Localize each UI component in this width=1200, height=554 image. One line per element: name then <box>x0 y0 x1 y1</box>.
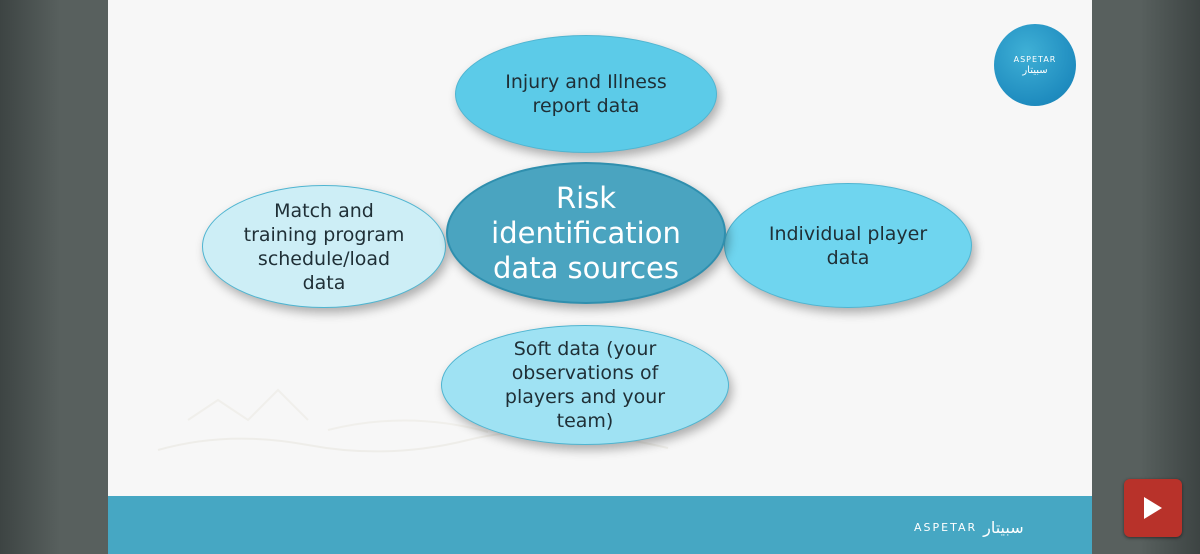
node-center-risk-identification: Risk identification data sources <box>446 162 726 304</box>
node-label: Injury and Illness report data <box>505 71 667 117</box>
slide: ASPETAR سبيتار Injury and Illness report… <box>108 0 1092 554</box>
play-icon <box>1144 497 1162 519</box>
footer-logo: ASPETAR سبيتار <box>914 510 1074 544</box>
aspetar-logo: ASPETAR سبيتار <box>994 24 1076 106</box>
node-individual-player: Individual player data <box>724 183 972 308</box>
node-injury-illness-report: Injury and Illness report data <box>455 35 717 153</box>
node-match-training-schedule: Match and training program schedule/load… <box>202 185 446 308</box>
node-label: Match and training program schedule/load… <box>243 199 405 294</box>
node-label: Soft data (your observations of players … <box>504 338 666 432</box>
slide-footer: ASPETAR سبيتار <box>108 496 1092 554</box>
play-button[interactable] <box>1124 479 1182 537</box>
logo-latin-text: ASPETAR <box>1013 54 1057 64</box>
logo-arabic-text: سبيتار <box>1022 64 1048 76</box>
footer-logo-latin: ASPETAR <box>914 520 978 534</box>
node-soft-data: Soft data (your observations of players … <box>441 325 729 445</box>
center-label: Risk identification data sources <box>491 180 681 285</box>
footer-logo-arabic: سبيتار <box>983 517 1024 537</box>
node-label: Individual player data <box>768 222 928 269</box>
